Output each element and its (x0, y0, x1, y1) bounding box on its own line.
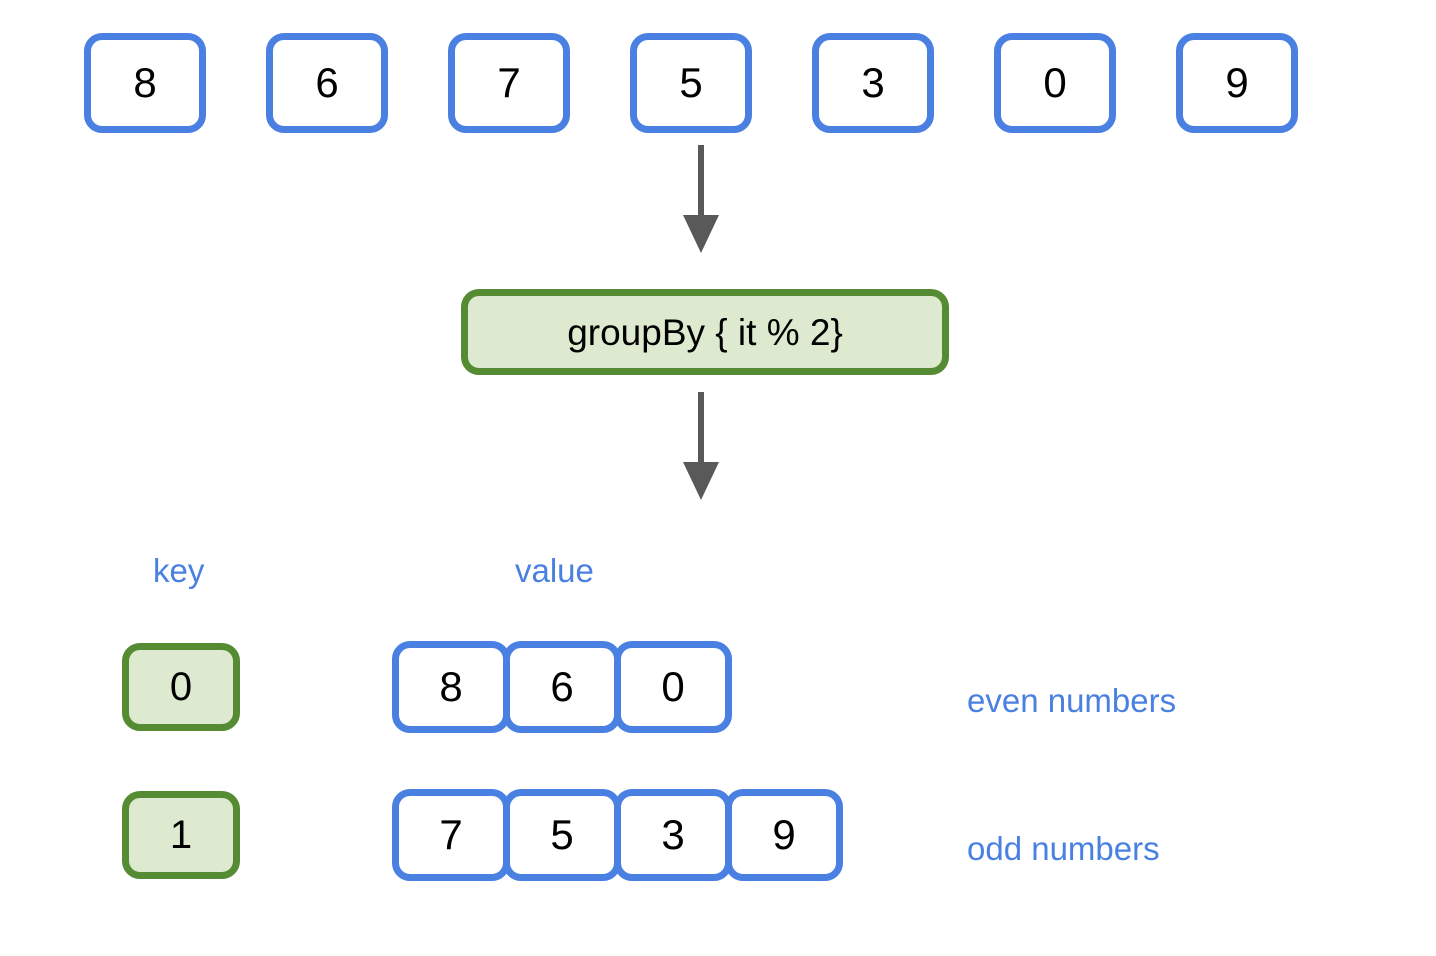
value-number-box: 9 (725, 789, 843, 881)
input-number-value: 7 (497, 59, 521, 106)
value-number: 9 (772, 811, 796, 858)
key-box-odd: 1 (122, 791, 240, 879)
input-number-value: 6 (315, 59, 339, 106)
input-number-box: 7 (448, 33, 570, 133)
value-number: 8 (439, 663, 463, 710)
value-number: 7 (439, 811, 463, 858)
key-value: 0 (169, 665, 193, 709)
value-number: 3 (661, 811, 685, 858)
value-number: 0 (661, 663, 685, 710)
annotation-odd-numbers: odd numbers (967, 830, 1160, 867)
input-number-box: 0 (994, 33, 1116, 133)
value-number-box: 8 (392, 641, 510, 733)
operation-label: groupBy { it % 2} (567, 311, 843, 353)
value-number: 6 (550, 663, 574, 710)
arrow-down-icon (683, 392, 719, 500)
value-number-box: 6 (503, 641, 621, 733)
input-number-box: 6 (266, 33, 388, 133)
column-header-value: value (515, 552, 594, 589)
input-number-value: 0 (1043, 59, 1067, 106)
key-value: 1 (169, 813, 193, 857)
input-number-value: 5 (679, 59, 703, 106)
value-number-box: 5 (503, 789, 621, 881)
input-number-box: 8 (84, 33, 206, 133)
column-header-key: key (153, 552, 205, 589)
annotation-even-numbers: even numbers (967, 682, 1177, 719)
input-number-value: 9 (1225, 59, 1249, 106)
arrow-down-icon (683, 145, 719, 253)
operation-box: groupBy { it % 2} (461, 289, 949, 375)
input-number-box: 5 (630, 33, 752, 133)
value-number-box: 7 (392, 789, 510, 881)
input-number-value: 3 (861, 59, 885, 106)
input-number-value: 8 (133, 59, 157, 106)
value-number: 5 (550, 811, 574, 858)
input-number-box: 3 (812, 33, 934, 133)
input-number-row: 8 6 7 5 3 0 9 (84, 33, 1298, 133)
value-number-box: 3 (614, 789, 732, 881)
value-number-box: 0 (614, 641, 732, 733)
value-row-odd: 7 5 3 9 (392, 789, 843, 881)
key-box-even: 0 (122, 643, 240, 731)
value-row-even: 8 6 0 (392, 641, 732, 733)
input-number-box: 9 (1176, 33, 1298, 133)
